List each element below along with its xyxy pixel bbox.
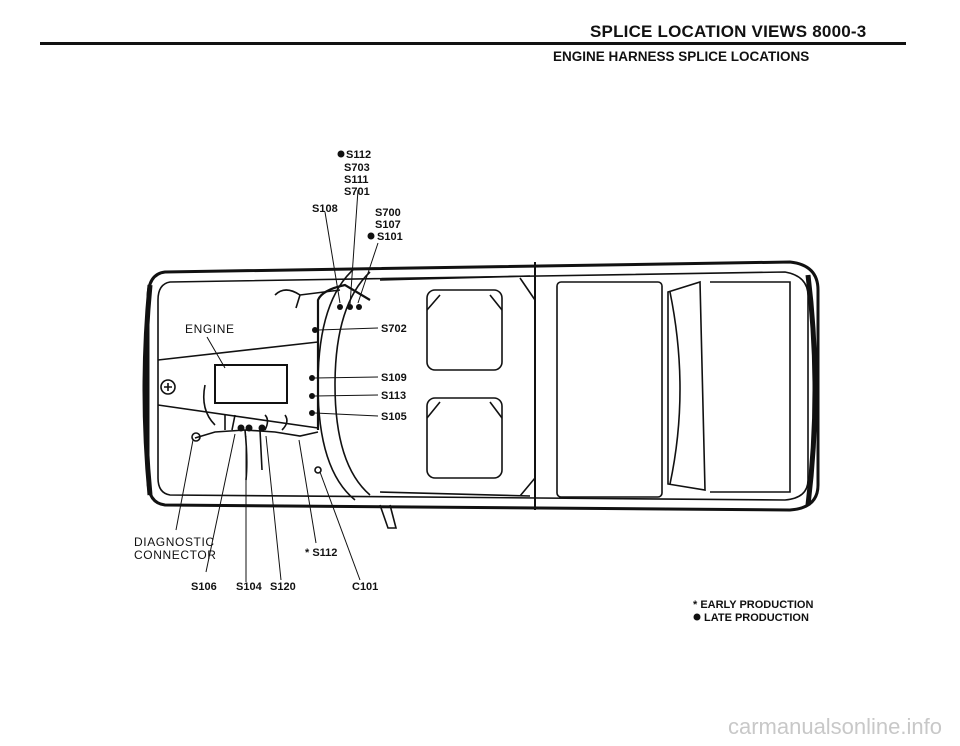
label-c101: C101: [352, 581, 378, 593]
legend-late: LATE PRODUCTION: [704, 612, 809, 624]
label-s104: S104: [236, 581, 263, 593]
label-s107: S107: [375, 219, 401, 231]
label-s109: S109: [381, 372, 407, 384]
splice-dot: [309, 393, 315, 399]
page-title: SPLICE LOCATION VIEWS 8000-3: [590, 22, 867, 41]
splice-dot: [245, 424, 253, 432]
late-production-dot: [367, 232, 375, 240]
front-bumper: [142, 284, 153, 496]
legend-early: * EARLY PRODUCTION: [693, 599, 813, 611]
label-s112-early: * S112: [305, 547, 337, 559]
label-s701: S701: [344, 186, 370, 198]
harness-trunk: [316, 283, 371, 430]
rear-seat: [556, 281, 663, 498]
splice-dot: [309, 410, 315, 416]
splice-dot: [347, 304, 353, 310]
label-s703: S703: [344, 162, 370, 174]
front-seat-lower: [426, 397, 503, 479]
splice-dot: [258, 424, 266, 432]
splice-dot: [356, 304, 362, 310]
splice-dot: [309, 375, 315, 381]
label-s101: S101: [377, 231, 403, 243]
label-s113: S113: [381, 390, 406, 402]
splice-dot: [337, 304, 343, 310]
page-subtitle: ENGINE HARNESS SPLICE LOCATIONS: [553, 49, 810, 64]
label-s106: S106: [191, 581, 217, 593]
engine-block: [214, 364, 288, 404]
splice-dot: [312, 327, 318, 333]
label-s112-top: S112: [346, 149, 371, 161]
label-s120: S120: [270, 581, 296, 593]
label-s108: S108: [312, 203, 338, 215]
header-rule: [40, 42, 906, 45]
label-diagnostic: DIAGNOSTIC: [134, 535, 215, 549]
label-connector: CONNECTOR: [134, 548, 217, 562]
label-engine: ENGINE: [185, 322, 235, 336]
watermark: carmanualsonline.info: [727, 714, 942, 739]
late-production-dot: [693, 613, 701, 621]
rear-bumper: [805, 274, 818, 506]
car-body-outline: [146, 260, 820, 512]
label-s105: S105: [381, 411, 407, 423]
label-s702: S702: [381, 323, 407, 335]
front-seat-upper: [426, 289, 503, 371]
label-s700: S700: [375, 207, 401, 219]
splice-dot: [237, 424, 245, 432]
car-body-inner: [157, 271, 809, 501]
late-production-dot: [337, 150, 345, 158]
label-s111: S111: [344, 174, 368, 186]
rear-window: [667, 280, 706, 491]
diagnostic-connector-symbol: [160, 379, 176, 395]
